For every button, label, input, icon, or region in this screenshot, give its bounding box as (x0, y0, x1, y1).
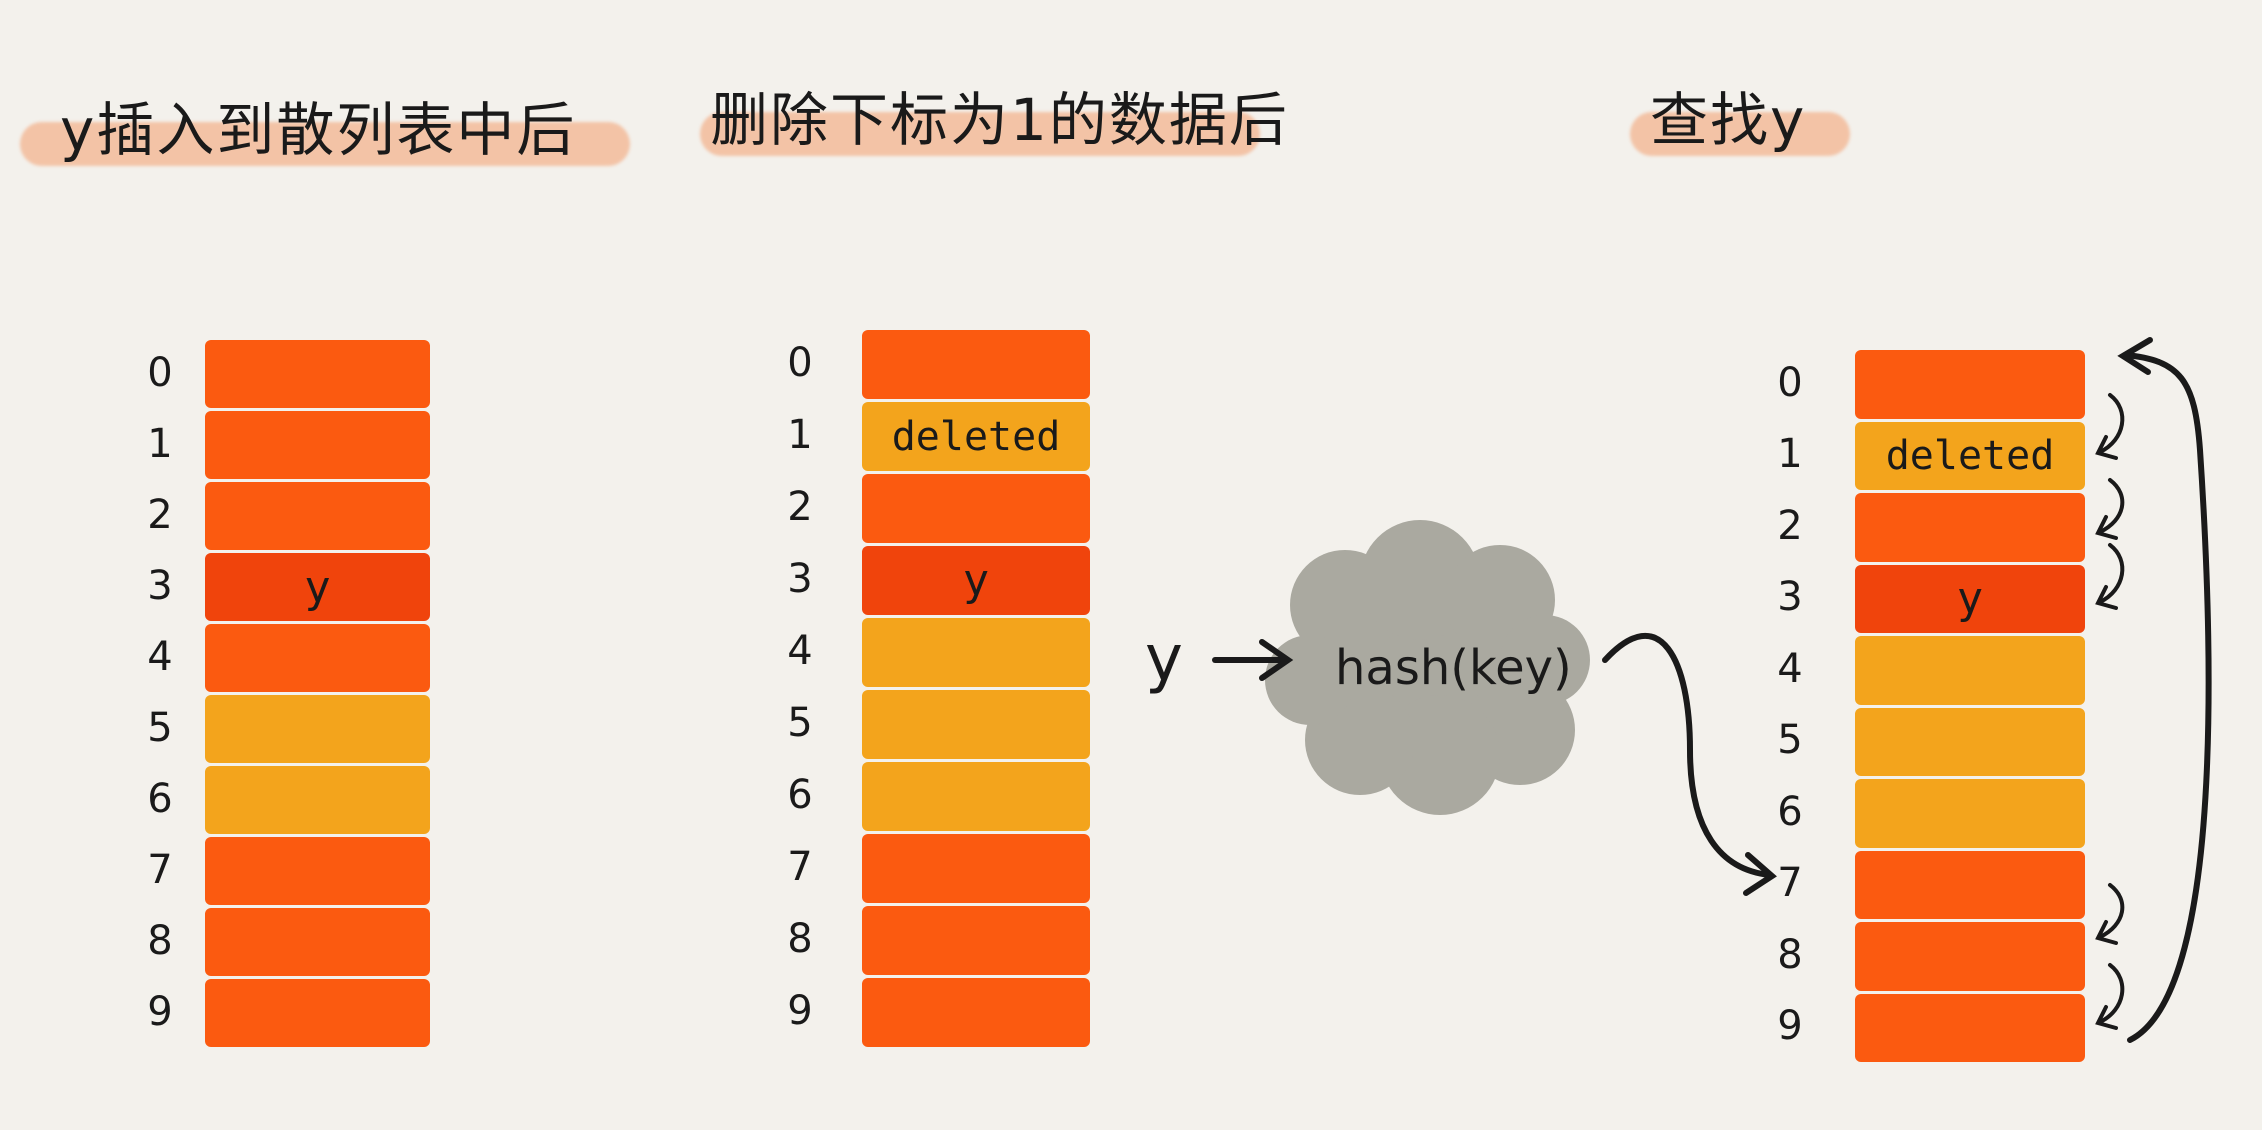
index-label-7: 7 (1777, 860, 1803, 907)
slot-1 (205, 411, 430, 479)
slot-4 (205, 624, 430, 692)
index-label-6: 6 (147, 775, 173, 822)
hash-input-label: y (1145, 622, 1183, 696)
index-label-1: 1 (787, 412, 813, 458)
slot-5 (205, 695, 430, 763)
index-label-9: 9 (147, 988, 173, 1035)
slot-label: deleted (1885, 432, 2055, 479)
index-label-1: 1 (1777, 431, 1803, 478)
slot-2 (205, 482, 430, 550)
index-label-4: 4 (787, 628, 813, 674)
index-label-2: 2 (147, 491, 173, 538)
panel1-title-text: y插入到散列表中后 (60, 96, 577, 164)
slot-2 (1855, 493, 2085, 562)
panel3-title: 查找y (1630, 60, 1850, 170)
index-label-8: 8 (1777, 931, 1803, 978)
slot-4 (862, 618, 1090, 687)
slot-4 (1855, 636, 2085, 705)
slot-1: deleted (1855, 421, 2085, 490)
slot-0 (862, 330, 1090, 399)
index-label-2: 2 (787, 484, 813, 530)
slot-3: y (1855, 564, 2085, 633)
index-label-0: 0 (147, 349, 173, 396)
index-label-0: 0 (787, 340, 813, 386)
hash-result-arrow (1602, 633, 1777, 896)
index-label-0: 0 (1777, 359, 1803, 406)
title-highlight (20, 122, 630, 166)
panel1-title: y插入到散列表中后 (20, 70, 630, 180)
index-label-7: 7 (787, 844, 813, 890)
slot-label: y (962, 555, 990, 606)
slot-label: deleted (891, 413, 1061, 460)
slot-3: y (205, 553, 430, 621)
index-label-5: 5 (787, 700, 813, 746)
index-label-4: 4 (1777, 645, 1803, 692)
slot-8 (862, 906, 1090, 975)
hash-table-panel1: y (205, 340, 430, 1050)
slot-7 (1855, 850, 2085, 919)
slot-0 (205, 340, 430, 408)
index-label-7: 7 (147, 846, 173, 893)
panel2-title: 删除下标为1的数据后 (700, 60, 1287, 170)
hash-function-label: hash(key) (1335, 640, 1572, 696)
slot-2 (862, 474, 1090, 543)
slot-6 (862, 762, 1090, 831)
index-label-3: 3 (787, 556, 813, 602)
slot-6 (1855, 779, 2085, 848)
slot-6 (205, 766, 430, 834)
cloud-shape (1265, 520, 1590, 815)
index-label-8: 8 (147, 917, 173, 964)
index-label-4: 4 (147, 633, 173, 680)
hash-table-panel2: deleted y (862, 330, 1090, 1050)
slot-label: y (304, 561, 331, 613)
panel3-title-text: 查找y (1650, 86, 1807, 154)
slot-7 (862, 834, 1090, 903)
index-label-2: 2 (1777, 502, 1803, 549)
index-label-6: 6 (787, 772, 813, 818)
index-label-5: 5 (1777, 717, 1803, 764)
index-label-3: 3 (1777, 574, 1803, 621)
slot-7 (205, 837, 430, 905)
index-label-5: 5 (147, 704, 173, 751)
panel2-title-text: 删除下标为1的数据后 (710, 86, 1289, 154)
input-arrow (1212, 639, 1294, 681)
slot-9 (205, 979, 430, 1047)
title-highlight (700, 112, 1260, 156)
index-label-8: 8 (787, 916, 813, 962)
slot-9 (1855, 993, 2085, 1062)
index-label-9: 9 (787, 988, 813, 1034)
index-label-3: 3 (147, 562, 173, 609)
index-label-6: 6 (1777, 788, 1803, 835)
slot-3: y (862, 546, 1090, 615)
index-label-9: 9 (1777, 1003, 1803, 1050)
slot-0 (1855, 350, 2085, 419)
slot-1: deleted (862, 402, 1090, 471)
slot-8 (1855, 922, 2085, 991)
probe-arrows (2095, 393, 2125, 1030)
slot-5 (1855, 707, 2085, 776)
hash-table-panel3: deleted y (1855, 350, 2085, 1065)
wraparound-arrow (2117, 337, 2212, 1043)
index-label-1: 1 (147, 420, 173, 467)
slot-label: y (1956, 573, 1984, 625)
title-highlight (1630, 112, 1850, 156)
slot-5 (862, 690, 1090, 759)
slot-8 (205, 908, 430, 976)
slot-9 (862, 978, 1090, 1047)
